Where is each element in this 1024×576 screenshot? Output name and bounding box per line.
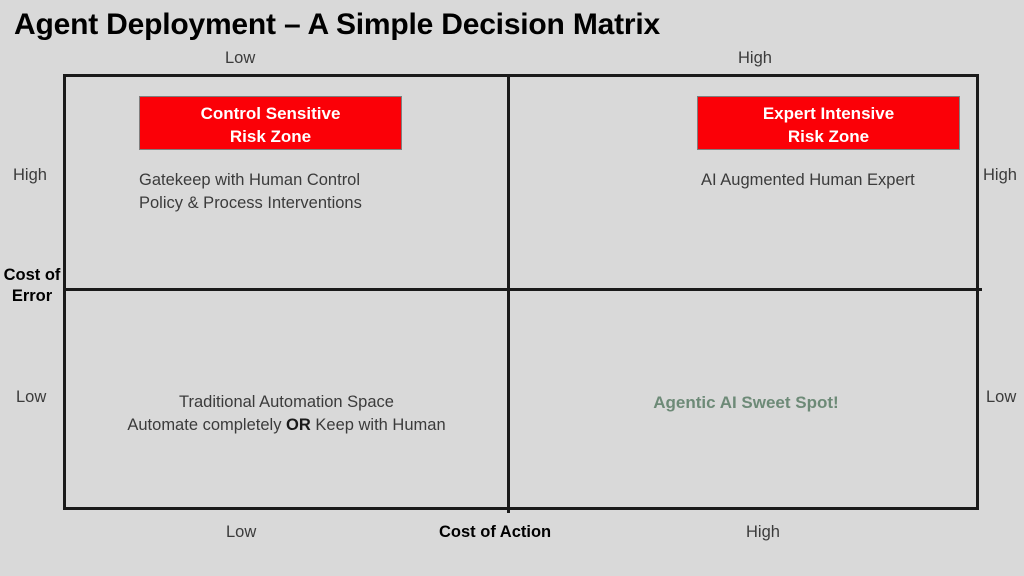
x-axis-top-high-label: High (738, 49, 772, 67)
x-axis-top-low-label: Low (225, 49, 256, 67)
quadrant-bottom-left-line-2: Automate completely OR Keep with Human (66, 414, 507, 437)
y-axis-right-low-label: Low (986, 388, 1017, 406)
y-axis-high-label: High (13, 166, 47, 184)
y-axis-right-high-label: High (983, 166, 1017, 184)
x-axis-high-label: High (746, 523, 780, 541)
quadrant-top-left-line-2: Policy & Process Interventions (139, 194, 362, 212)
quadrant-bottom-left-line-2-emphasis: OR (286, 416, 311, 434)
quadrant-bottom-left-text: Traditional Automation Space Automate co… (66, 391, 507, 437)
decision-matrix: Control Sensitive Risk Zone Gatekeep wit… (63, 74, 982, 513)
matrix-vertical-divider (507, 77, 510, 513)
expert-intensive-banner-line-1: Expert Intensive (762, 104, 895, 123)
quadrant-top-right-line-1: AI Augmented Human Expert (701, 171, 915, 189)
x-axis-low-label: Low (226, 523, 257, 541)
quadrant-top-left-line-1: Gatekeep with Human Control (139, 171, 361, 189)
expert-intensive-banner-line-2: Risk Zone (787, 127, 870, 146)
expert-intensive-risk-banner: Expert Intensive Risk Zone (697, 96, 960, 150)
quadrant-bottom-left-line-1: Traditional Automation Space (179, 393, 394, 411)
quadrant-top-right: Expert Intensive Risk Zone AI Augmented … (510, 77, 982, 288)
quadrant-top-left-text: Gatekeep with Human Control Policy & Pro… (139, 169, 362, 215)
y-axis-title-line-2: Error (11, 287, 53, 305)
control-sensitive-risk-banner: Control Sensitive Risk Zone (139, 96, 402, 150)
page-title: Agent Deployment – A Simple Decision Mat… (14, 8, 660, 41)
y-axis-low-label: Low (16, 388, 47, 406)
quadrant-bottom-left-line-2-part-2: Keep with Human (310, 416, 446, 434)
quadrant-bottom-left-line-2-part-1: Automate completely (127, 416, 287, 434)
quadrant-bottom-left: Traditional Automation Space Automate co… (66, 291, 507, 513)
quadrant-bottom-right-text: Agentic AI Sweet Spot! (510, 391, 982, 414)
quadrant-bottom-right: Agentic AI Sweet Spot! (510, 291, 982, 513)
control-sensitive-banner-line-1: Control Sensitive (200, 104, 341, 123)
y-axis-title-line-1: Cost of (3, 266, 61, 284)
agentic-ai-sweet-spot-label: Agentic AI Sweet Spot! (653, 393, 839, 412)
y-axis-title: Cost of Error (0, 265, 64, 307)
matrix-horizontal-divider (66, 288, 982, 291)
x-axis-title: Cost of Action (439, 523, 552, 541)
control-sensitive-banner-line-2: Risk Zone (229, 127, 312, 146)
quadrant-top-right-text: AI Augmented Human Expert (701, 169, 915, 192)
quadrant-top-left: Control Sensitive Risk Zone Gatekeep wit… (66, 77, 507, 288)
